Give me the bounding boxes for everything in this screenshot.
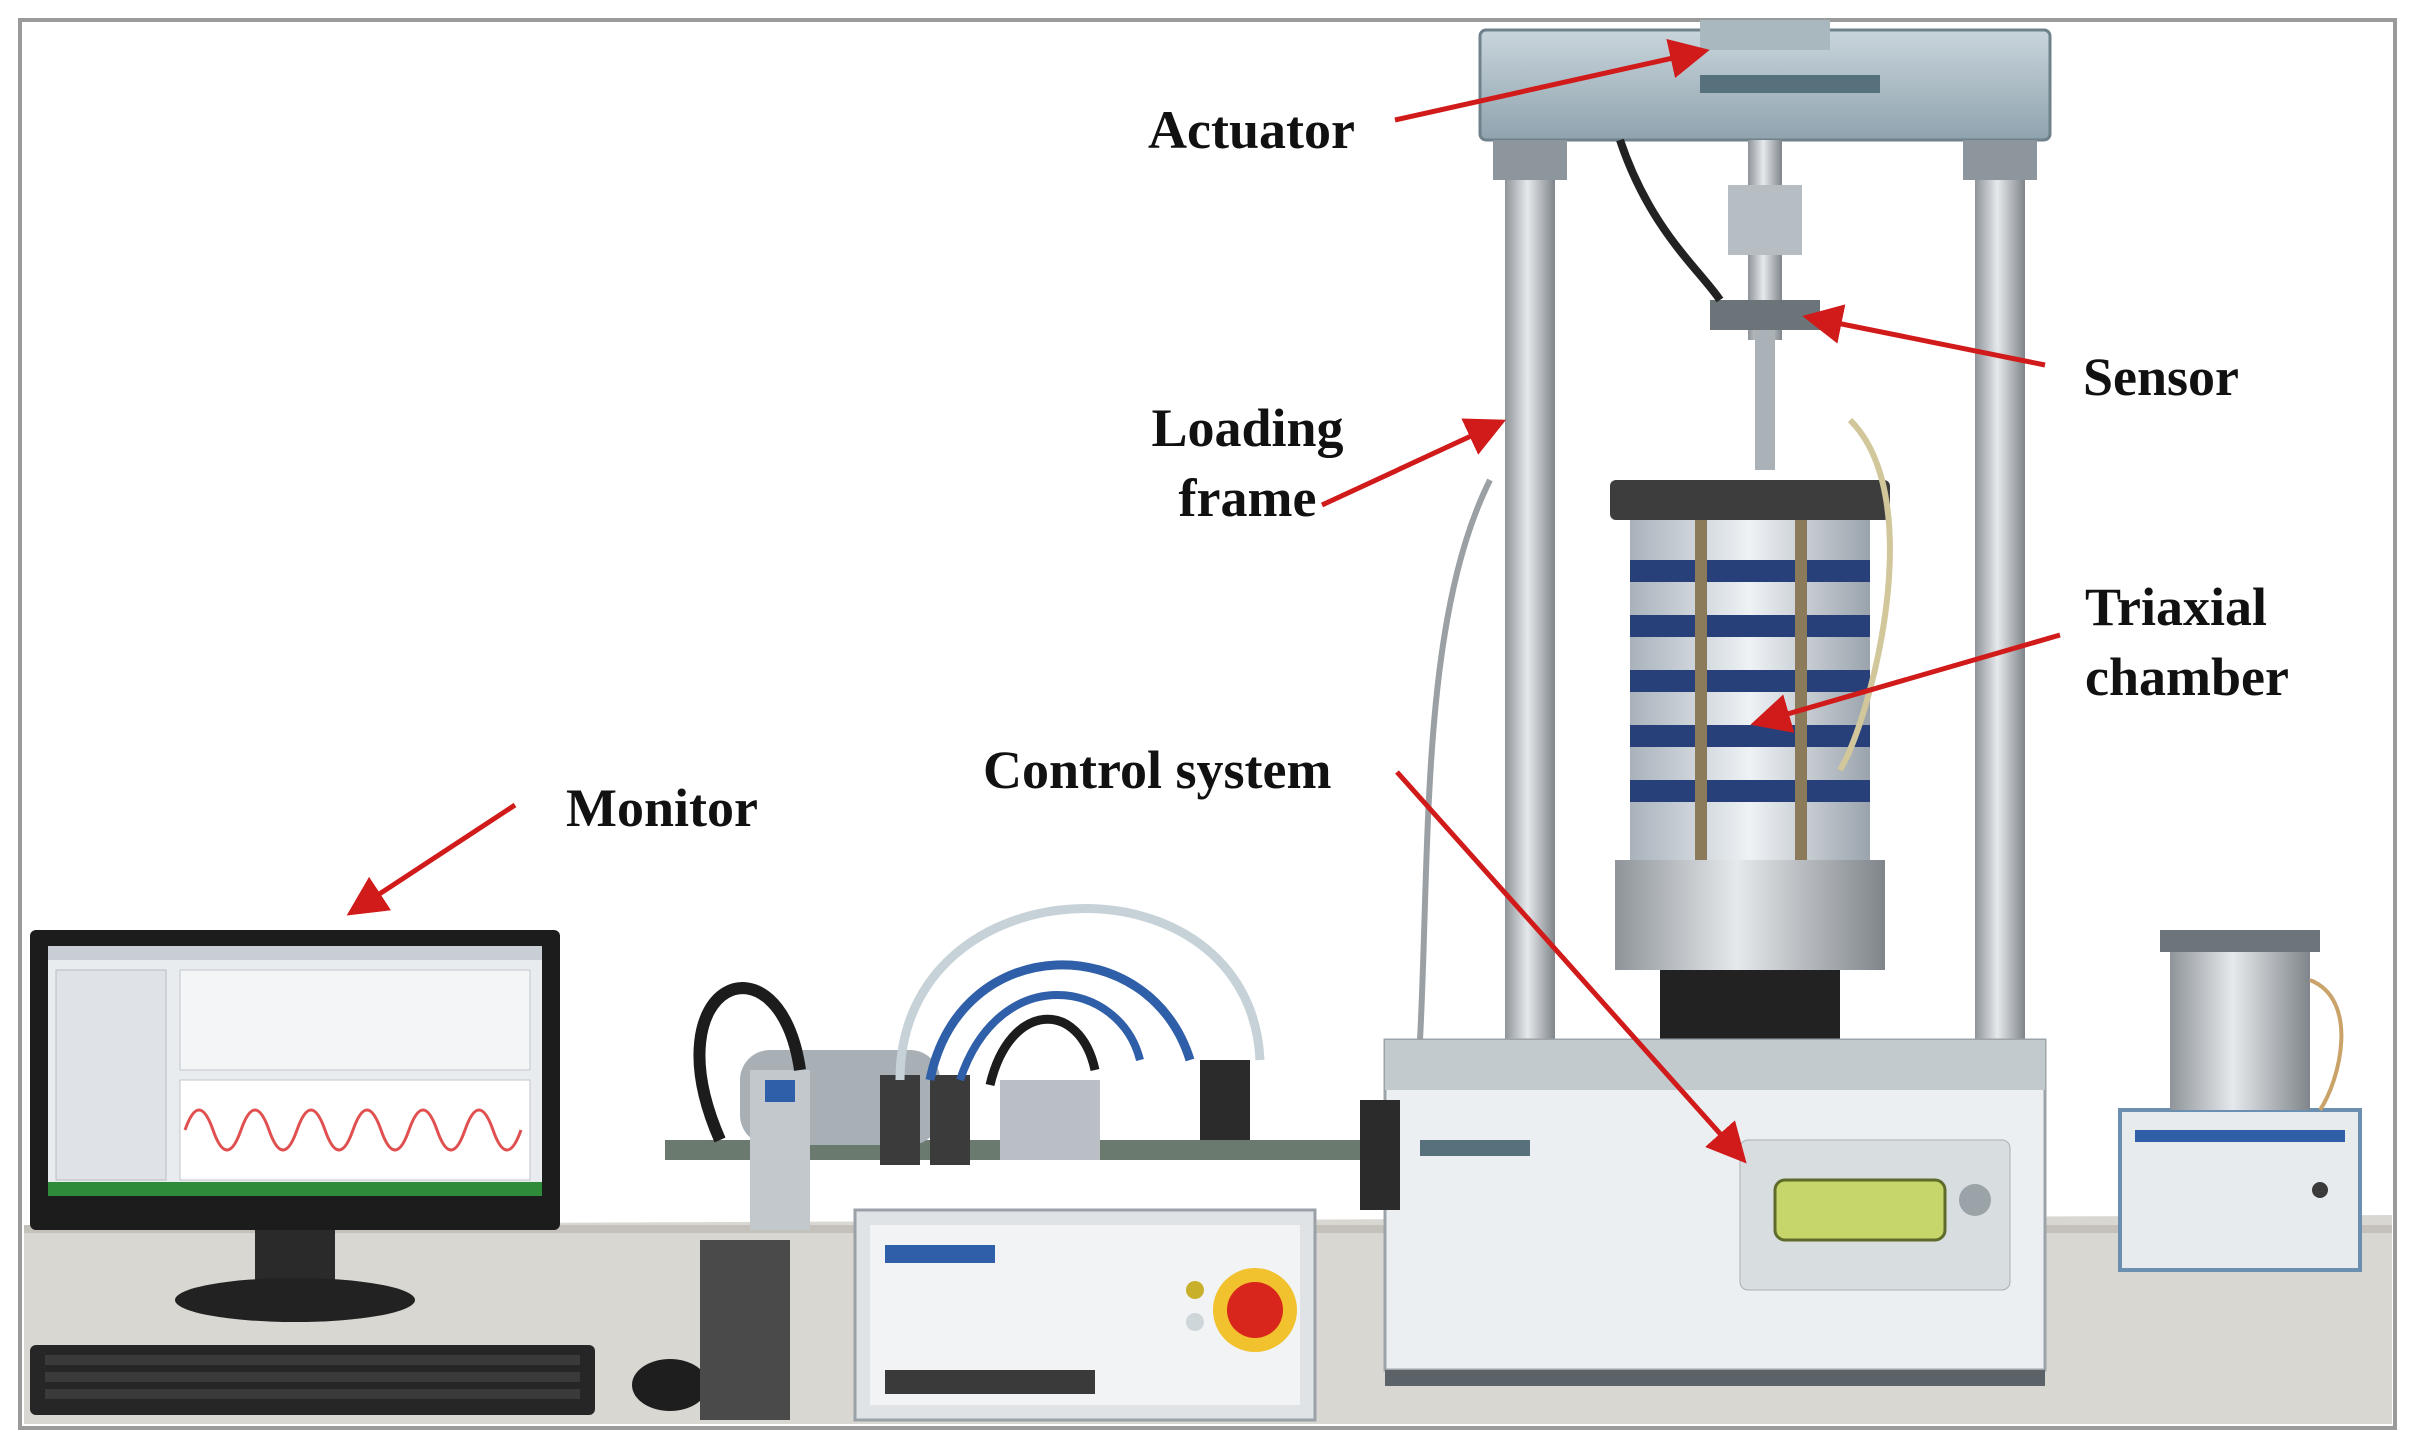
valve-2 — [930, 1075, 970, 1165]
chamber-pedestal — [1660, 970, 1840, 1050]
piston — [1755, 330, 1775, 470]
hose-black-2 — [985, 1014, 1100, 1087]
actuator-top-cap — [1700, 20, 1830, 50]
label-loading-frame-line2: frame — [1178, 468, 1317, 528]
side-connector — [1360, 1100, 1400, 1210]
monitor — [30, 930, 560, 1322]
annotation-arrows — [346, 39, 2061, 1164]
arrow-sensor — [1802, 304, 2046, 368]
arrow-monitor — [346, 802, 517, 916]
tie-rod-2 — [1795, 520, 1807, 865]
screen-taskbar — [48, 1182, 542, 1196]
indicator-light-2 — [1186, 1313, 1204, 1331]
drain-line — [1837, 417, 1893, 772]
hose-blue-1 — [925, 960, 1195, 1081]
label-control-system: Control system — [983, 740, 1332, 800]
screen-side-panel — [55, 969, 167, 1181]
column-right-nut — [1963, 140, 2037, 180]
pressure-controller — [2118, 930, 2362, 1272]
tie-rod-1 — [1695, 520, 1707, 865]
hose-grey — [895, 904, 1265, 1081]
pneumatic-panel — [665, 904, 1365, 1420]
base-nameplate — [1420, 1140, 1530, 1156]
chamber-base — [1615, 860, 1885, 970]
sensor-clamp — [1710, 300, 1820, 330]
controller-knob — [1959, 1184, 1991, 1216]
label-triaxial-chamber: Triaxial chamber — [2085, 572, 2289, 712]
panel-stand — [700, 1240, 790, 1420]
label-loading-frame: Loading frame — [1135, 393, 1360, 533]
pressure-controller-logo — [2135, 1130, 2345, 1142]
label-actuator: Actuator — [1148, 100, 1355, 160]
base-top — [1385, 1040, 2045, 1090]
actuator-nameplate — [1700, 75, 1880, 93]
hose-black-1 — [693, 982, 806, 1143]
solenoid — [1200, 1060, 1250, 1140]
chamber-bands — [1630, 560, 1870, 802]
arrow-loading-frame — [1320, 418, 1507, 508]
pressure-line — [2309, 978, 2344, 1112]
controller-lcd — [1773, 1178, 1947, 1242]
hose-blue-2 — [956, 991, 1144, 1082]
label-triaxial-chamber-line2: chamber — [2085, 647, 2289, 707]
monitor-stand — [175, 1278, 415, 1322]
sensor-cable — [1616, 138, 1724, 303]
regulator-knob — [765, 1080, 795, 1102]
label-loading-frame-line1: Loading — [1151, 398, 1344, 458]
label-sensor: Sensor — [2083, 347, 2240, 407]
indicator-light-1 — [1186, 1281, 1204, 1299]
screen-readouts — [179, 969, 531, 1071]
column-left-nut — [1493, 140, 1567, 180]
arrow-triaxial-chamber — [1750, 632, 2061, 733]
column-left — [1505, 140, 1555, 1060]
arrow-actuator — [1394, 39, 1710, 123]
column-right — [1975, 140, 2025, 1060]
screen-sine-wave — [183, 1108, 523, 1152]
label-monitor: Monitor — [566, 778, 758, 838]
control-box-nameplate — [885, 1370, 1095, 1394]
chamber-top-plate — [1610, 480, 1890, 520]
pressure-controller-switch — [2312, 1182, 2328, 1198]
screen-graph — [179, 1079, 531, 1181]
arrow-control-system — [1395, 770, 1747, 1164]
valve-block — [1000, 1080, 1100, 1160]
pressure-cylinder-cap — [2160, 930, 2320, 952]
loading-frame-assembly — [1360, 20, 2052, 1386]
screen-titlebar — [48, 946, 542, 960]
pressure-cylinder — [2170, 940, 2310, 1110]
base-feet — [1385, 1370, 2045, 1386]
keyboard-keys — [45, 1355, 580, 1399]
control-box-front — [853, 1208, 1317, 1422]
valve-1 — [880, 1075, 920, 1165]
mouse — [632, 1359, 708, 1411]
load-cell — [1728, 185, 1802, 255]
control-box-logo — [885, 1245, 995, 1263]
emergency-stop-red-cap — [1227, 1282, 1283, 1338]
side-cable — [1417, 478, 1493, 1041]
label-triaxial-chamber-line1: Triaxial — [2085, 577, 2267, 637]
